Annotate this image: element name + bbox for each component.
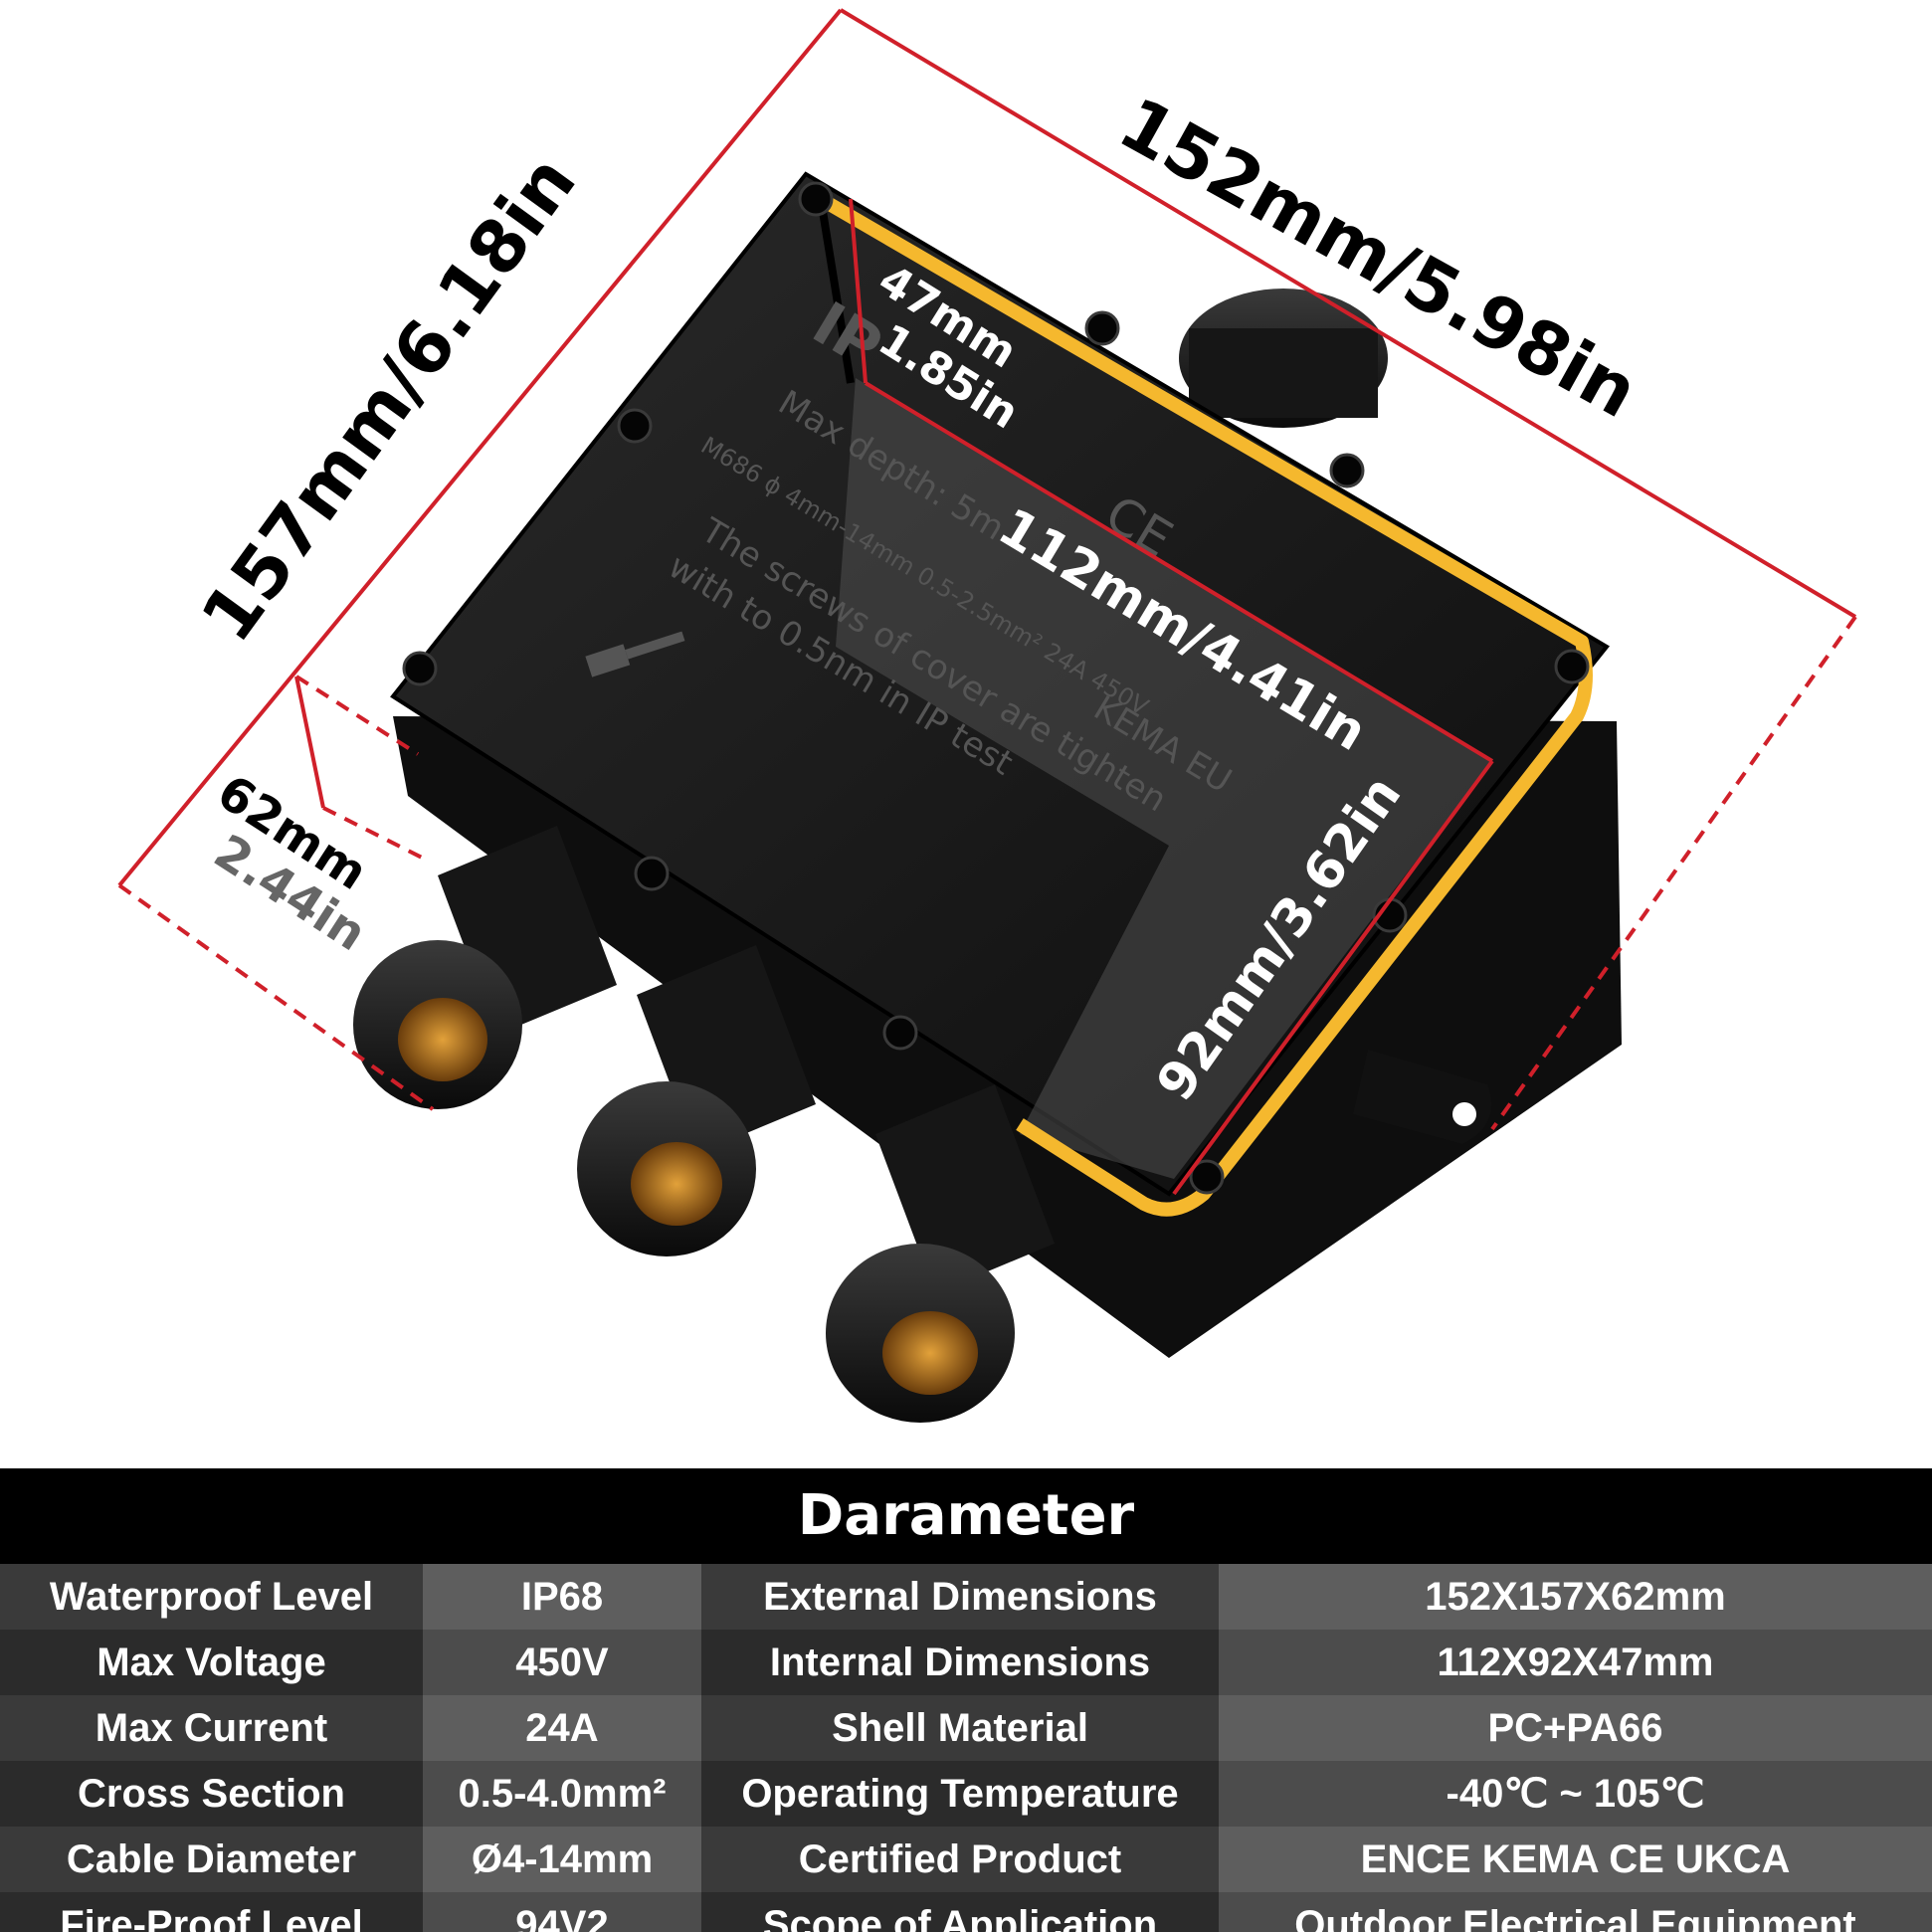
spec-value: IP68 [423, 1564, 701, 1630]
parameter-table: Waterproof Level IP68 External Dimension… [0, 1564, 1932, 1932]
spec-label: Scope of Application [701, 1892, 1219, 1932]
parameter-title: Darameter [797, 1483, 1135, 1548]
table-row: Max Current 24A Shell Material PC+PA66 [0, 1695, 1932, 1761]
spec-value: PC+PA66 [1219, 1695, 1932, 1761]
spec-value: 112X92X47mm [1219, 1630, 1932, 1695]
spec-value: 94V2 [423, 1892, 701, 1932]
spec-value: 24A [423, 1695, 701, 1761]
inner-cavity-shade [836, 378, 1492, 1179]
spec-value: 152X157X62mm [1219, 1564, 1932, 1630]
table-row: Waterproof Level IP68 External Dimension… [0, 1564, 1932, 1630]
table-row: Max Voltage 450V Internal Dimensions 112… [0, 1630, 1932, 1695]
spec-label: Waterproof Level [0, 1564, 423, 1630]
cable-gland-top [1179, 289, 1388, 428]
table-row: Cross Section 0.5-4.0mm² Operating Tempe… [0, 1761, 1932, 1827]
spec-label: Certified Product [701, 1827, 1219, 1892]
lid-screws [402, 181, 1590, 1195]
spec-value: 0.5-4.0mm² [423, 1761, 701, 1827]
table-row: Fire-Proof Level 94V2 Scope of Applicati… [0, 1892, 1932, 1932]
spec-value: ENCE KEMA CE UKCA [1219, 1827, 1932, 1892]
spec-label: Max Current [0, 1695, 423, 1761]
spec-value: -40℃ ~ 105℃ [1219, 1761, 1932, 1827]
spec-label: Max Voltage [0, 1630, 423, 1695]
spec-value: 450V [423, 1630, 701, 1695]
spec-label: Operating Temperature [701, 1761, 1219, 1827]
cable-gland-right [826, 1084, 1055, 1423]
cable-gland-middle [577, 945, 816, 1256]
dimension-lines [117, 8, 1857, 1196]
mounting-hole [1452, 1102, 1476, 1126]
spec-label: Shell Material [701, 1695, 1219, 1761]
spec-value: Outdoor Electrical Equipment [1219, 1892, 1932, 1932]
product-diagram: IP Max depth: 5m M686 ϕ 4mm-14mm 0.5-2.5… [117, 8, 1857, 1423]
spec-label: Internal Dimensions [701, 1630, 1219, 1695]
spec-label: External Dimensions [701, 1564, 1219, 1630]
spec-label: Cross Section [0, 1761, 423, 1827]
spec-label: Cable Diameter [0, 1827, 423, 1892]
spec-label: Fire-Proof Level [0, 1892, 423, 1932]
parameter-panel: Darameter Waterproof Level IP68 External… [0, 1468, 1932, 1932]
cable-gland-left [353, 826, 617, 1109]
table-row: Cable Diameter Ø4-14mm Certified Product… [0, 1827, 1932, 1892]
screwdriver-icon [585, 631, 685, 677]
spec-value: Ø4-14mm [423, 1827, 701, 1892]
